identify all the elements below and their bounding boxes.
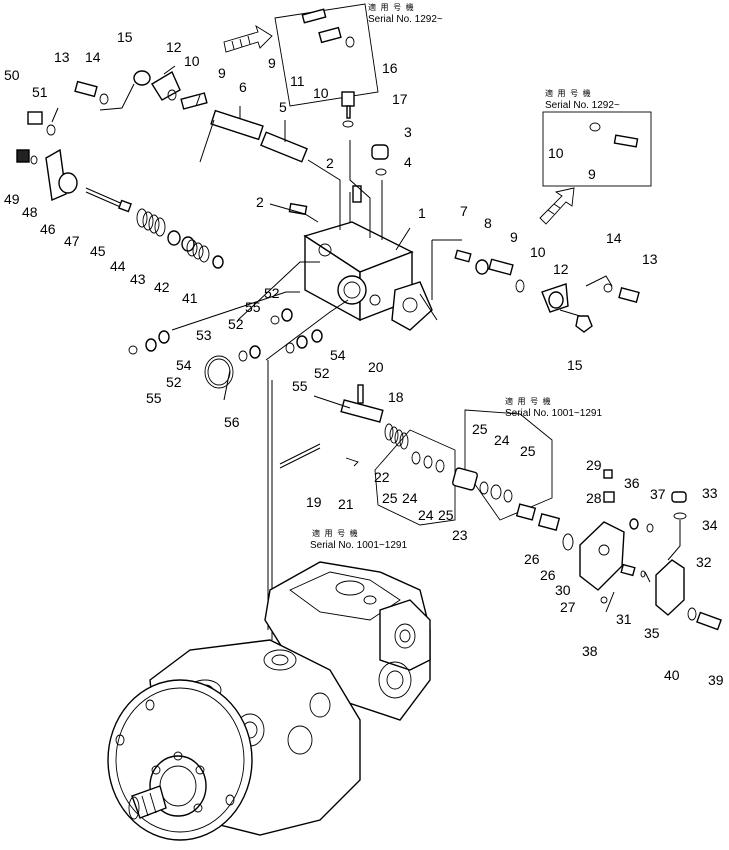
callout-54-a: 54 (176, 357, 192, 373)
callout-16: 16 (382, 60, 398, 76)
callout-23: 23 (452, 527, 468, 543)
serial-box-lower-jp: 適 用 号 機 (312, 528, 359, 538)
hatched-arrow-top (223, 24, 273, 53)
callout-56: 56 (224, 414, 240, 430)
callout-2-left: 2 (256, 194, 264, 210)
callout-50: 50 (4, 67, 20, 83)
callout-8: 8 (484, 215, 492, 231)
callout-52-a: 52 (264, 285, 280, 301)
callout-15-right: 15 (567, 357, 583, 373)
callout-24-a: 24 (494, 432, 510, 448)
valve-body (303, 221, 438, 331)
callout-53: 53 (196, 327, 212, 343)
serial-box-right: 適 用 号 機 Serial No. 1292~ (542, 88, 652, 187)
serial-box-top-jp: 適 用 号 機 (368, 2, 415, 12)
serial-box-middle-jp: 適 用 号 機 (505, 396, 552, 406)
callout-46: 46 (40, 221, 56, 237)
callout-9-right: 9 (510, 229, 518, 245)
callout-44: 44 (110, 258, 126, 274)
callout-25-d: 25 (438, 507, 454, 523)
callout-26-b: 26 (540, 567, 556, 583)
callout-10-right: 10 (530, 244, 546, 260)
callout-55-a: 55 (245, 299, 261, 315)
callout-30: 30 (555, 582, 571, 598)
callout-38: 38 (582, 643, 598, 659)
callout-22: 22 (374, 469, 390, 485)
callout-9-inset: 9 (268, 55, 276, 71)
callout-25-b: 25 (520, 443, 536, 459)
callout-4: 4 (404, 154, 412, 170)
callout-29: 29 (586, 457, 602, 473)
callout-42: 42 (154, 279, 170, 295)
callout-45: 45 (90, 243, 106, 259)
callout-48: 48 (22, 204, 38, 220)
callout-9: 9 (218, 65, 226, 81)
callout-5: 5 (279, 99, 287, 115)
callout-36: 36 (624, 475, 640, 491)
callout-11: 11 (290, 73, 305, 89)
callout-6: 6 (239, 79, 247, 95)
callout-3: 3 (404, 124, 412, 140)
callout-34: 34 (702, 517, 718, 533)
serial-box-top-en: Serial No. 1292~ (368, 14, 443, 25)
serial-box-right-jp: 適 用 号 機 (545, 88, 592, 98)
callout-39: 39 (708, 672, 724, 688)
callout-12: 12 (166, 39, 182, 55)
callout-25-c: 25 (382, 490, 398, 506)
callout-9-box: 9 (588, 166, 596, 182)
callout-41: 41 (182, 290, 198, 306)
callout-15: 15 (117, 29, 133, 45)
serial-box-middle-en: Serial No. 1001~1291 (505, 408, 602, 419)
callout-32: 32 (696, 554, 712, 570)
callout-10: 10 (184, 53, 200, 69)
parts-artwork (16, 65, 722, 640)
callout-25-a: 25 (472, 421, 488, 437)
serial-box-right-en: Serial No. 1292~ (545, 100, 620, 111)
callout-21: 21 (338, 496, 354, 512)
callout-1: 1 (418, 205, 426, 221)
callout-19: 19 (306, 494, 322, 510)
serial-box-lower-en: Serial No. 1001~1291 (310, 540, 407, 551)
callout-7: 7 (460, 203, 468, 219)
callout-24-b: 24 (402, 490, 418, 506)
callout-27: 27 (560, 599, 576, 615)
callout-20: 20 (368, 359, 384, 375)
callout-24-c: 24 (418, 507, 434, 523)
callout-54-b: 54 (330, 347, 346, 363)
callout-43: 43 (130, 271, 146, 287)
callout-10-inset: 10 (313, 85, 329, 101)
hatched-arrow-right (539, 187, 575, 225)
callout-33: 33 (702, 485, 718, 501)
callout-10-box: 10 (548, 145, 564, 161)
callout-14-right: 14 (606, 230, 622, 246)
pump-assembly (107, 561, 431, 841)
callout-37: 37 (650, 486, 666, 502)
callout-35: 35 (644, 625, 660, 641)
callout-55-c: 55 (292, 378, 308, 394)
callout-2-top: 2 (326, 155, 334, 171)
callout-13: 13 (54, 49, 70, 65)
callout-17: 17 (392, 91, 408, 107)
callout-26-a: 26 (524, 551, 540, 567)
serial-box-top: 適 用 号 機 Serial No. 1292~ (274, 2, 443, 107)
callout-18: 18 (388, 389, 404, 405)
callout-31: 31 (616, 611, 632, 627)
callout-47: 47 (64, 233, 80, 249)
callout-13-right: 13 (642, 251, 658, 267)
callout-55-b: 55 (146, 390, 162, 406)
callout-49: 49 (4, 191, 20, 207)
callout-52-c: 52 (166, 374, 182, 390)
serial-box-lower: 適 用 号 機 Serial No. 1001~1291 (310, 429, 456, 551)
callout-28: 28 (586, 490, 602, 506)
callout-labels: 50 51 13 14 15 12 10 9 6 5 9 11 10 16 17… (4, 29, 724, 688)
callout-51: 51 (32, 84, 48, 100)
callout-14: 14 (85, 49, 101, 65)
callout-40: 40 (664, 667, 680, 683)
callout-12-right: 12 (553, 261, 569, 277)
callout-52-d: 52 (314, 365, 330, 381)
callout-52-b: 52 (228, 316, 244, 332)
